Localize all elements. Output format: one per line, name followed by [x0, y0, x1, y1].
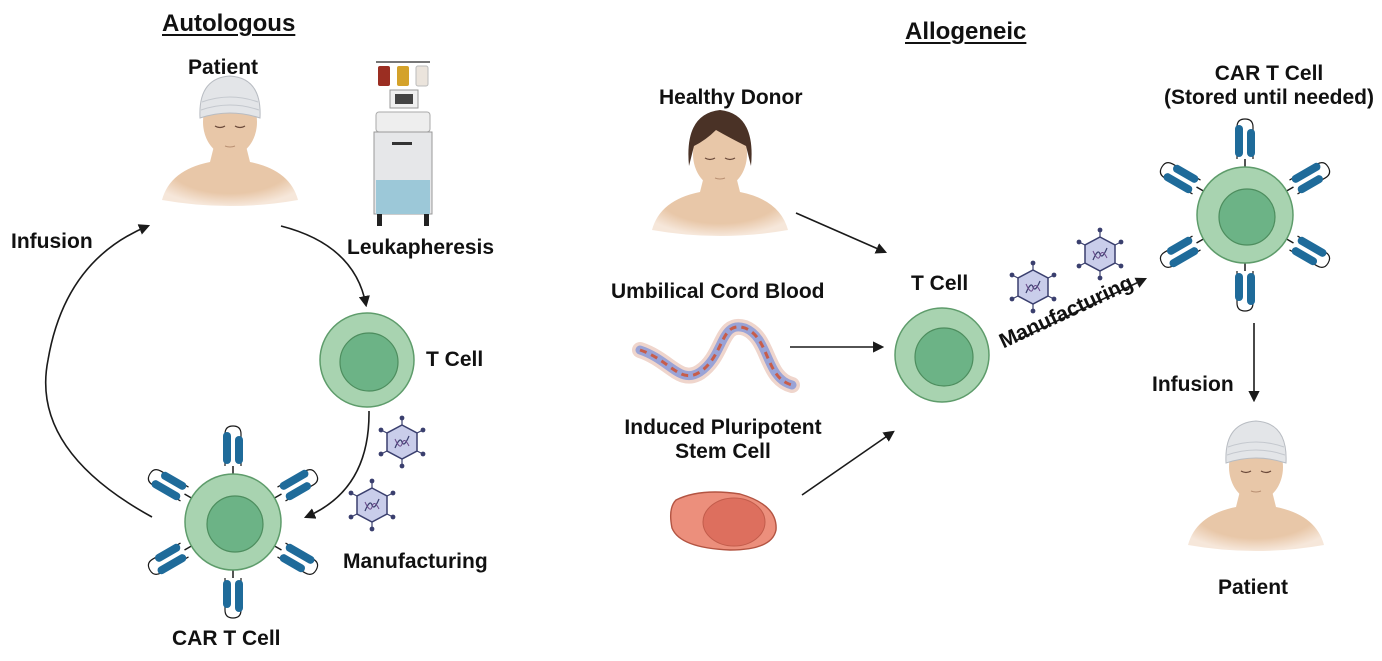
ipsc-label-line2: Stem Cell — [675, 440, 771, 464]
arrow-donor-to-tcell — [795, 212, 888, 254]
arrow-manufacturing — [1014, 277, 1148, 342]
arrow-tcell-to-cart — [303, 410, 370, 519]
umbilical-cord-blood-label: Umbilical Cord Blood — [611, 280, 825, 303]
patient-label: Patient — [188, 56, 259, 79]
healthy-donor-illustration — [651, 109, 789, 237]
ipsc-label: Induced Pluripotent Stem Cell — [612, 416, 834, 464]
ipsc-label-line1: Induced Pluripotent — [624, 416, 822, 439]
healthy-donor-label: Healthy Donor — [659, 86, 803, 109]
allogeneic-title: Allogeneic — [905, 18, 1027, 45]
umbilical-cord-icon — [632, 318, 800, 393]
virus-icon — [347, 477, 397, 533]
allogeneic-patient-label: Patient — [1218, 576, 1289, 599]
leukapheresis-label: Leukapheresis — [347, 236, 495, 259]
arrow-patient-to-tcell — [280, 225, 370, 308]
stored-car-t-label: CAR T Cell (Stored until needed) — [1164, 62, 1374, 110]
stored-car-t-label-line1: CAR T Cell — [1214, 62, 1324, 85]
allogeneic-infusion-label: Infusion — [1152, 373, 1234, 396]
virus-icon — [377, 414, 427, 470]
autologous-title: Autologous — [162, 10, 296, 37]
virus-icon — [1075, 226, 1125, 282]
t-cell-label: T Cell — [426, 348, 484, 371]
patient-illustration — [161, 75, 299, 207]
stored-car-t-label-line2: (Stored until needed) — [1164, 86, 1374, 110]
car-t-cell-label: CAR T Cell — [172, 627, 281, 650]
manufacturing-label: Manufacturing — [343, 550, 488, 573]
ipsc-cell-icon — [669, 491, 777, 551]
autologous-t-cell — [319, 312, 415, 408]
arrow-infusion-loop — [44, 224, 153, 518]
leukapheresis-machine-icon — [373, 61, 433, 226]
allogeneic-patient-illustration — [1187, 420, 1325, 552]
arrow-ipsc-to-tcell — [801, 430, 895, 496]
virus-icon — [1008, 259, 1058, 315]
allogeneic-t-cell-label: T Cell — [911, 272, 969, 295]
autologous-car-t-cell — [145, 426, 321, 618]
allogeneic-t-cell — [894, 307, 990, 403]
allogeneic-car-t-cell — [1157, 119, 1333, 311]
infusion-label: Infusion — [11, 230, 93, 253]
